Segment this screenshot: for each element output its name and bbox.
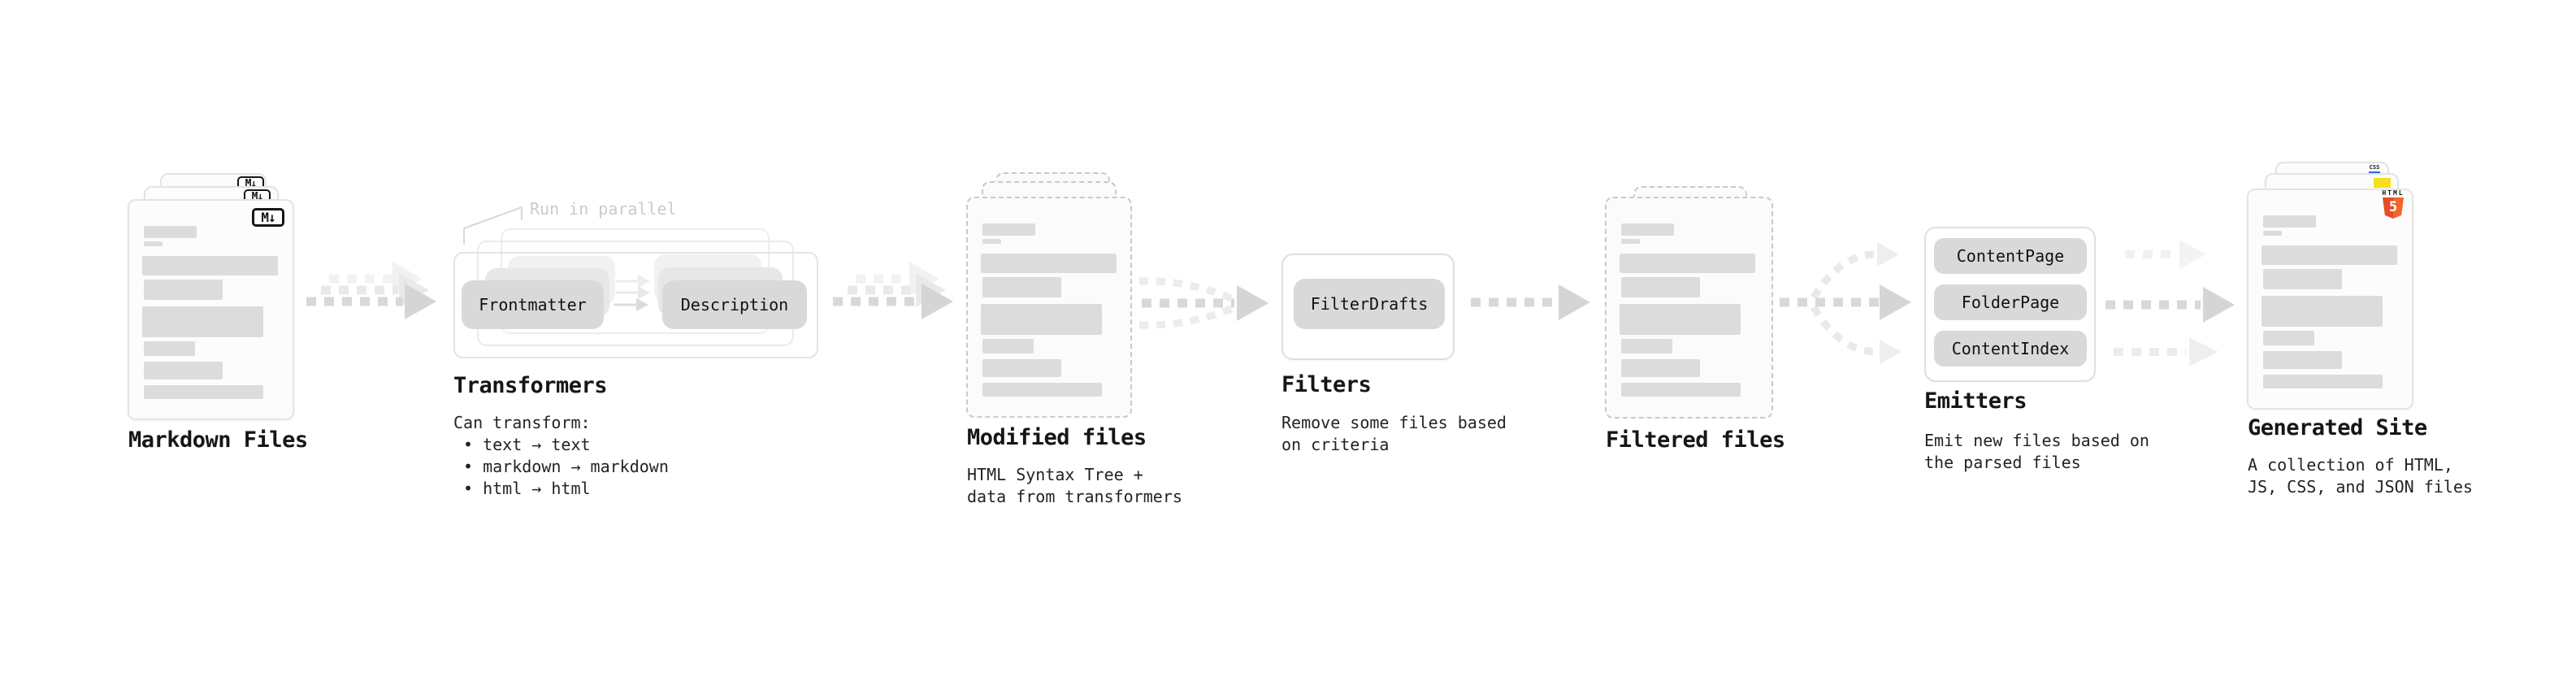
text-placeholder-bar xyxy=(982,223,1035,236)
text-placeholder-bar xyxy=(1620,254,1755,273)
text-placeholder-bar xyxy=(1621,277,1700,297)
filtered-files-title: Filtered files xyxy=(1606,427,1785,453)
arrow-markdown-to-transformers xyxy=(306,262,436,319)
modified-file-card-front xyxy=(966,197,1132,418)
frontmatter-node: Frontmatter xyxy=(462,280,604,329)
text-placeholder-bar xyxy=(982,277,1061,297)
transformers-desc-heading: Can transform: xyxy=(453,413,591,432)
markdown-file-card-front: M↓ xyxy=(128,199,294,420)
text-placeholder-bar xyxy=(1621,339,1672,354)
filters-description: Remove some files based on criteria xyxy=(1281,413,1507,454)
text-placeholder-bar xyxy=(2262,296,2383,327)
text-placeholder-bar xyxy=(2263,215,2316,228)
run-in-parallel-annotation: Run in parallel xyxy=(530,199,677,219)
html5-icon: HTML 5 xyxy=(2374,189,2412,219)
text-placeholder-bar xyxy=(2263,331,2314,345)
modified-files-description: HTML Syntax Tree + data from transformer… xyxy=(967,465,1182,506)
transformers-bullet-list: text → text markdown → markdown html → h… xyxy=(453,434,669,500)
generated-html-card xyxy=(2247,189,2413,410)
text-placeholder-bar xyxy=(144,241,163,246)
text-placeholder-bar xyxy=(1621,223,1674,236)
text-placeholder-bar xyxy=(982,383,1102,397)
text-placeholder-bar xyxy=(142,256,278,275)
arrow-filters-to-filtered xyxy=(1471,284,1590,320)
text-placeholder-bar xyxy=(981,254,1117,273)
text-placeholder-bar xyxy=(981,304,1102,335)
contentindex-node: ContentIndex xyxy=(1934,331,2087,367)
filtered-file-card-front xyxy=(1605,197,1773,419)
arrow-filtered-to-emitters xyxy=(1780,242,1911,364)
text-placeholder-bar xyxy=(142,306,263,337)
folderpage-node: FolderPage xyxy=(1934,284,2087,320)
text-placeholder-bar xyxy=(1620,304,1741,335)
generated-site-description: A collection of HTML, JS, CSS, and JSON … xyxy=(2248,455,2473,497)
modified-files-title: Modified files xyxy=(967,425,1147,450)
text-placeholder-bar xyxy=(982,239,1001,244)
emitters-title: Emitters xyxy=(1924,388,2027,414)
arrow-emitters-to-generated xyxy=(2105,240,2235,367)
text-placeholder-bar xyxy=(982,359,1061,377)
arrow-modified-to-filters xyxy=(1138,277,1268,329)
text-placeholder-bar xyxy=(2263,231,2282,236)
filterdrafts-node: FilterDrafts xyxy=(1294,279,1445,329)
markdown-files-title: Markdown Files xyxy=(128,427,308,453)
bullet-markdown-to-markdown: markdown → markdown xyxy=(453,456,669,478)
css-icon: CSS xyxy=(2368,164,2381,174)
text-placeholder-bar xyxy=(144,280,223,300)
markdown-icon: M↓ xyxy=(252,208,284,227)
filters-title: Filters xyxy=(1281,372,1372,397)
text-placeholder-bar xyxy=(2263,269,2342,289)
text-placeholder-bar xyxy=(982,339,1034,354)
transformers-description: Can transform: text → text markdown → ma… xyxy=(453,412,669,500)
emitters-description: Emit new files based on the parsed files xyxy=(1924,431,2149,472)
bullet-text-to-text: text → text xyxy=(453,434,669,456)
text-placeholder-bar xyxy=(2263,375,2383,388)
transformers-title: Transformers xyxy=(453,373,608,398)
javascript-icon xyxy=(2374,178,2391,188)
text-placeholder-bar xyxy=(144,341,195,356)
text-placeholder-bar xyxy=(1621,239,1640,244)
arrow-transformers-to-modified xyxy=(833,262,953,319)
text-placeholder-bar xyxy=(144,362,223,380)
contentpage-node: ContentPage xyxy=(1934,238,2087,274)
bullet-html-to-html: html → html xyxy=(453,478,669,500)
text-placeholder-bar xyxy=(2262,245,2397,265)
text-placeholder-bar xyxy=(1621,359,1700,377)
transformer-panel-front xyxy=(453,252,818,358)
text-placeholder-bar xyxy=(144,226,197,238)
text-placeholder-bar xyxy=(2263,351,2342,369)
generated-site-title: Generated Site xyxy=(2248,415,2427,440)
text-placeholder-bar xyxy=(144,385,263,399)
text-placeholder-bar xyxy=(1621,383,1741,397)
description-node: Description xyxy=(662,280,807,329)
